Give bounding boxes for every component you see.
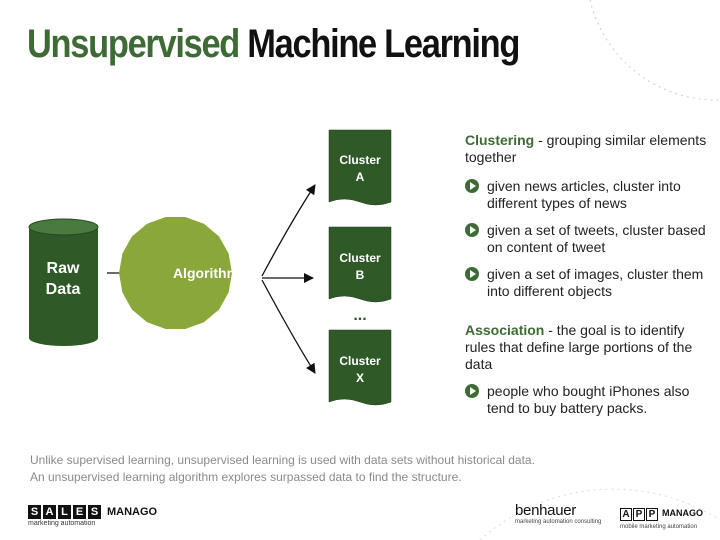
list-item: given a set of tweets, cluster based on … (465, 222, 710, 256)
association-keyword: Association (465, 322, 545, 338)
clustering-description: - grouping similar elements together (465, 132, 707, 165)
sales-manago-word: MANAGO (107, 506, 158, 518)
footnote-line-1: Unlike supervised learning, unsupervised… (30, 453, 535, 467)
cluster-x-label-1: Cluster (339, 354, 381, 368)
arrow-to-cluster-a (261, 184, 316, 277)
clustering-bullet-2: given a set of tweets, cluster based on … (487, 222, 706, 255)
clustering-bullet-1: given news articles, cluster into differ… (487, 178, 681, 211)
list-item: people who bought iPhones also tend to b… (465, 383, 710, 417)
algorithm-label: Algorithm (173, 265, 239, 281)
play-bullet-icon (465, 384, 479, 398)
clustering-list: given news articles, cluster into differ… (465, 178, 710, 300)
logo-letter: P (633, 508, 645, 521)
footnote: Unlike supervised learning, unsupervised… (30, 452, 535, 486)
logo-letter: S (88, 505, 101, 519)
benhauer-tagline: marketing automation consulting (515, 519, 602, 525)
cluster-b-node: Cluster B (328, 226, 392, 303)
decorative-dotted-arc (589, 0, 720, 101)
title-accent: Unsupervised (27, 22, 240, 66)
cluster-b-label-1: Cluster (339, 251, 381, 265)
play-bullet-icon (465, 179, 479, 193)
page-title: Unsupervised Machine Learning (27, 22, 520, 67)
cluster-x-label-2: X (356, 371, 364, 385)
algorithm-node: Algorithm (119, 217, 239, 329)
logo-letter: A (620, 508, 632, 521)
raw-data-cylinder: Raw Data (28, 218, 99, 346)
title-rest: Machine Learning (247, 22, 520, 66)
cluster-a-node: Cluster A (328, 129, 392, 206)
cluster-ellipsis: ... (353, 307, 366, 324)
cluster-x-node: Cluster X (328, 329, 392, 406)
association-description: - the goal is to identify rules that def… (465, 322, 693, 372)
association-heading: Association - the goal is to identify ru… (465, 322, 710, 373)
cluster-b-label-2: B (356, 268, 365, 282)
cluster-a-label-2: A (356, 170, 365, 184)
benhauer-word: benhauer (515, 502, 576, 519)
app-manago-word: MANAGO (662, 508, 703, 518)
association-bullet-1: people who bought iPhones also tend to b… (487, 383, 690, 416)
raw-data-label-2: Data (46, 281, 81, 298)
clustering-bullet-3: given a set of images, cluster them into… (487, 266, 704, 299)
list-item: given news articles, cluster into differ… (465, 178, 710, 212)
play-bullet-icon (465, 267, 479, 281)
cluster-a-label-1: Cluster (339, 153, 381, 167)
list-item: given a set of images, cluster them into… (465, 266, 710, 300)
logo-letter: S (28, 505, 41, 519)
clustering-heading: Clustering - grouping similar elements t… (465, 132, 710, 166)
benhauer-logo: benhauer marketing automation consulting (515, 502, 601, 525)
play-bullet-icon (465, 223, 479, 237)
clustering-keyword: Clustering (465, 132, 535, 148)
logo-letter: A (43, 505, 56, 519)
arrow-to-cluster-x (261, 279, 316, 374)
logo-letter: E (73, 505, 86, 519)
app-tagline: mobile marketing automation (620, 524, 698, 530)
association-list: people who bought iPhones also tend to b… (465, 383, 710, 417)
raw-data-label-1: Raw (47, 260, 80, 277)
explanation-panel: Clustering - grouping similar elements t… (465, 132, 710, 417)
logo-letter: L (58, 505, 71, 519)
sales-tagline: marketing automation (28, 520, 96, 527)
logo-letter: P (646, 508, 658, 521)
decorative-dotted-arc-bottom (479, 488, 720, 540)
footnote-line-2: An unsupervised learning algorithm explo… (30, 470, 462, 484)
